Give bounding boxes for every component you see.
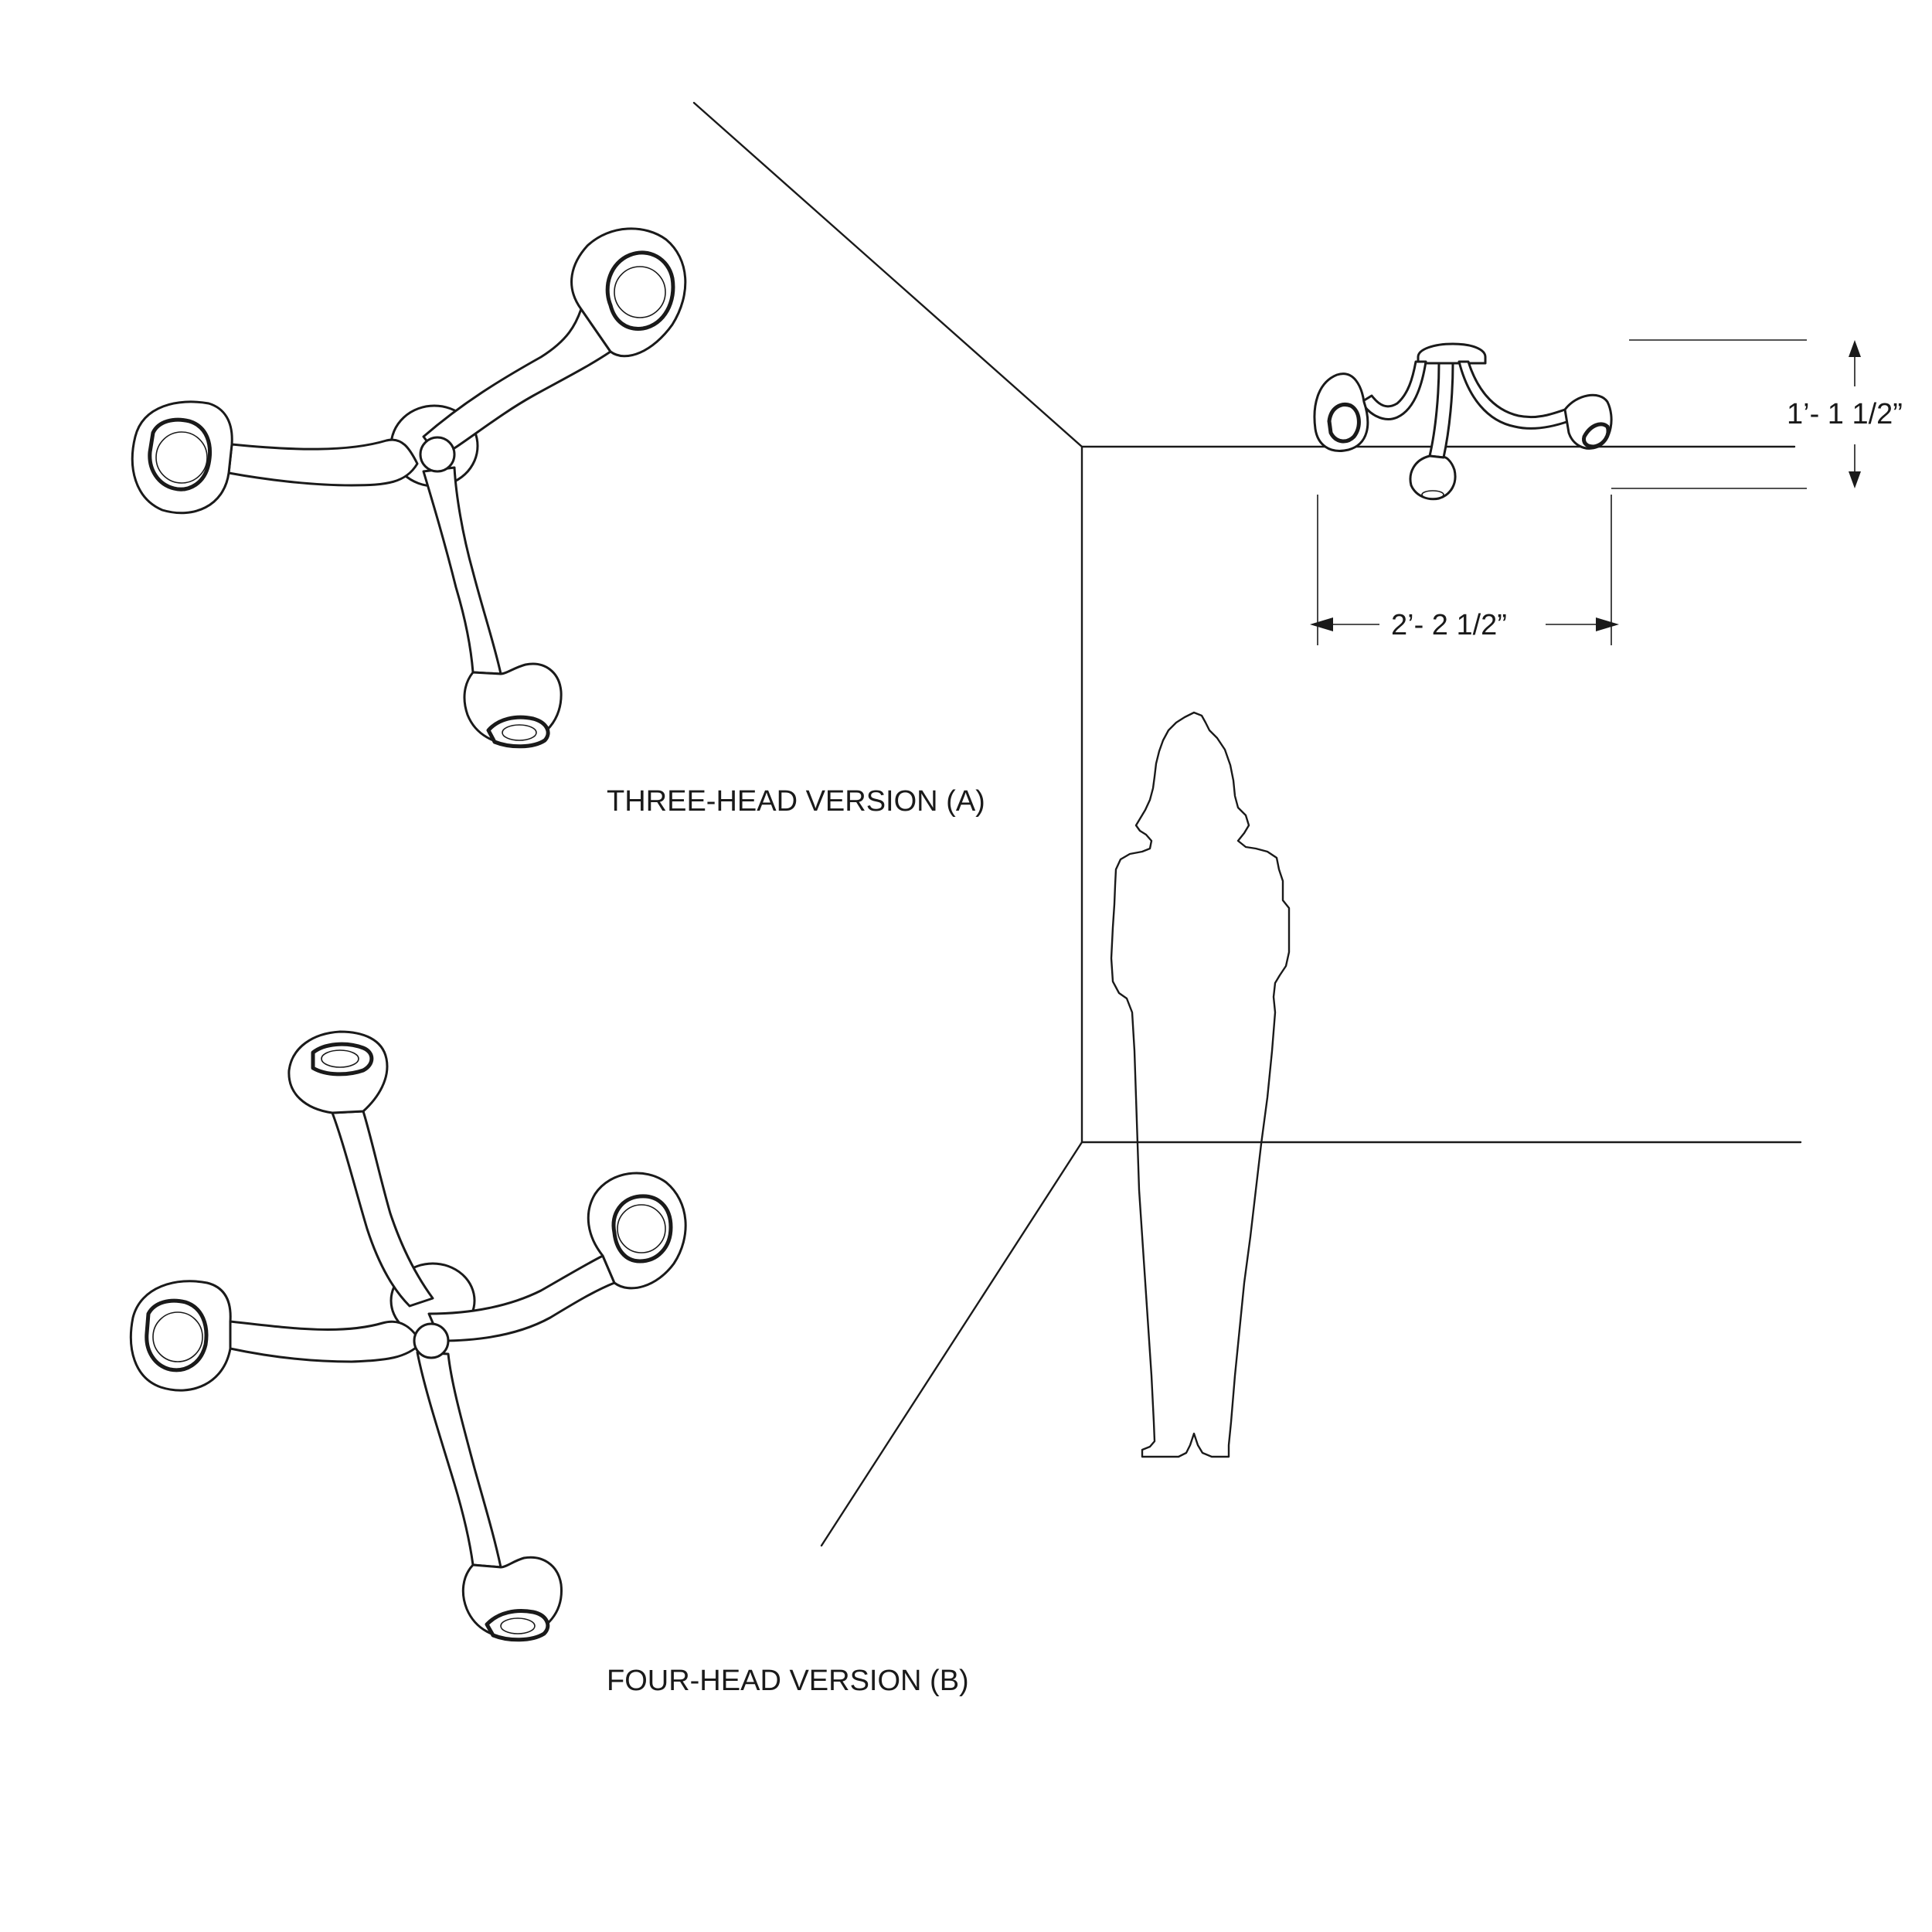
fixture-a-lens-left: [155, 431, 208, 484]
fixture-b-lens-top: [321, 1049, 359, 1068]
height-arrow-up: [1849, 340, 1861, 357]
fixture-a-arm-bottom: [422, 466, 502, 675]
dimension-height: [1611, 339, 1861, 489]
dimension-width: [1310, 495, 1619, 645]
fixture-b-hub: [413, 1322, 450, 1359]
fixture-b-arm-bottom: [416, 1351, 502, 1569]
elevation-lens-down: [1421, 490, 1444, 499]
three-head-version-label: THREE-HEAD VERSION (A): [607, 785, 985, 818]
floor-diagonal-line: [820, 1141, 1083, 1547]
elevation-canopy: [1417, 342, 1487, 365]
height-arrow-down: [1849, 471, 1861, 488]
elevation-arm-down: [1428, 362, 1454, 459]
fixture-b-lens-right: [617, 1204, 666, 1253]
width-arrow-left: [1310, 617, 1333, 631]
fixture-a-arm-upper: [422, 308, 612, 459]
ceiling-diagonal-line: [692, 101, 1083, 448]
width-arrow-right: [1596, 617, 1619, 631]
elevation-fixture: [1313, 342, 1613, 501]
three-head-fixture: [131, 227, 687, 749]
elevation-rim-left: [1327, 403, 1361, 444]
four-head-version-label: FOUR-HEAD VERSION (B): [607, 1665, 969, 1697]
elevation-arm-left: [1360, 360, 1427, 420]
room-perspective: [692, 101, 1802, 1547]
fixture-a-hub: [419, 436, 456, 473]
fixture-a-arm-left: [227, 438, 419, 487]
fixture-a-lens-bottom: [502, 724, 537, 741]
human-silhouette: [1110, 711, 1291, 1458]
fixture-b-arm-left: [229, 1320, 423, 1363]
elevation-head-down: [1409, 454, 1457, 501]
height-dimension-label: 1’- 1 1/2”: [1787, 398, 1903, 430]
elevation-arm-right: [1458, 360, 1570, 430]
width-dimension-label: 2’- 2 1/2”: [1391, 609, 1507, 641]
fixture-b-lens-bottom: [500, 1617, 536, 1634]
fixture-a-lens-upper: [614, 266, 666, 318]
fixture-b-lens-left: [152, 1311, 203, 1362]
fixture-b-arm-top: [331, 1110, 434, 1308]
four-head-fixture: [129, 1030, 687, 1642]
elevation-rim-right: [1582, 422, 1611, 449]
